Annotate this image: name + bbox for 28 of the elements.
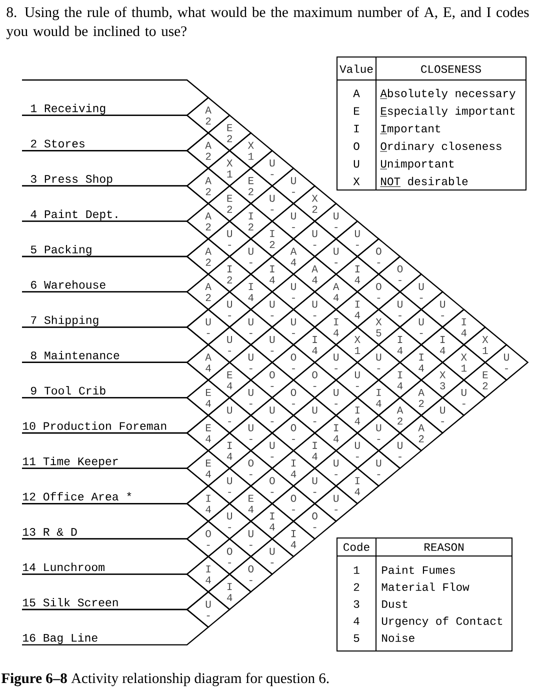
table-cell: Paint Fumes [382,566,455,574]
table-cell: 2 [354,583,360,591]
table-cell: A [353,90,360,98]
table-cell: Absolutely necessary [380,88,516,100]
table-cell: Dust [382,600,408,608]
table-header: REASON [424,543,464,551]
table-cell: Important [380,124,440,135]
figure-caption: Figure 6–8 Activity relationship diagram for question 6. [1,672,329,686]
table-cell: Ordinary closeness [380,142,502,152]
table-header: Value [340,64,373,73]
table-cell: Material Flow [382,582,470,591]
table-cell: U [354,160,360,168]
table-header: Code [344,542,370,551]
table-cell: X [353,178,360,186]
table-cell: 1 [354,566,360,574]
table-cell: Noise [382,634,414,642]
table-cell: 3 [354,600,360,608]
table-cell: I [354,124,359,132]
table-header: CLOSENESS [421,65,481,73]
table-cell: 4 [354,617,360,625]
table-cell: Urgency of Contact [382,616,502,628]
question-text: 8. Using the rule of thumb, what would be the maximum number of A, E, and I codes you would be inclined to use? [6,6,529,40]
table-cell: O [354,142,360,150]
table-cell: Especially important [380,106,515,118]
table-cell: Unimportant [380,159,454,170]
table-cell: E [354,107,360,115]
table-cell: 5 [354,634,360,642]
table-cell: NOT desirable [380,176,468,187]
